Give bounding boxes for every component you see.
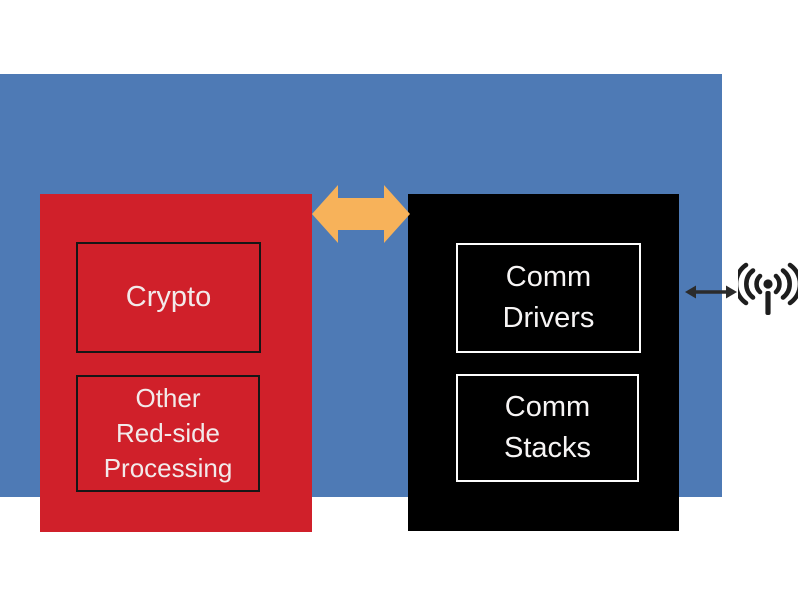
other-label-line: Other xyxy=(135,383,201,413)
antenna-icon xyxy=(738,261,798,323)
crypto-box: Crypto xyxy=(76,242,261,353)
comm-stacks-label-line: Stacks xyxy=(503,432,592,464)
bidirectional-arrow-icon xyxy=(312,185,410,243)
comm-stacks-label-line: Comm xyxy=(504,391,591,423)
red-side-block: Crypto Other Red-side Processing xyxy=(40,194,312,532)
other-label-line: Red-side xyxy=(115,418,221,448)
comms-block: Comm Drivers Comm Stacks xyxy=(408,194,679,531)
system-boundary-panel: Crypto Other Red-side Processing Comm Dr… xyxy=(0,74,722,532)
comm-drivers-box: Comm Drivers xyxy=(456,243,641,353)
comm-drivers-label-line: Comm xyxy=(505,261,592,293)
comm-drivers-label-line: Drivers xyxy=(502,302,595,334)
other-label-line: Processing xyxy=(103,453,233,483)
comm-stacks-box: Comm Stacks xyxy=(456,374,639,482)
crypto-label: Crypto xyxy=(125,281,212,313)
bidirectional-arrow-icon xyxy=(684,284,738,300)
other-red-side-processing-box: Other Red-side Processing xyxy=(76,375,260,492)
